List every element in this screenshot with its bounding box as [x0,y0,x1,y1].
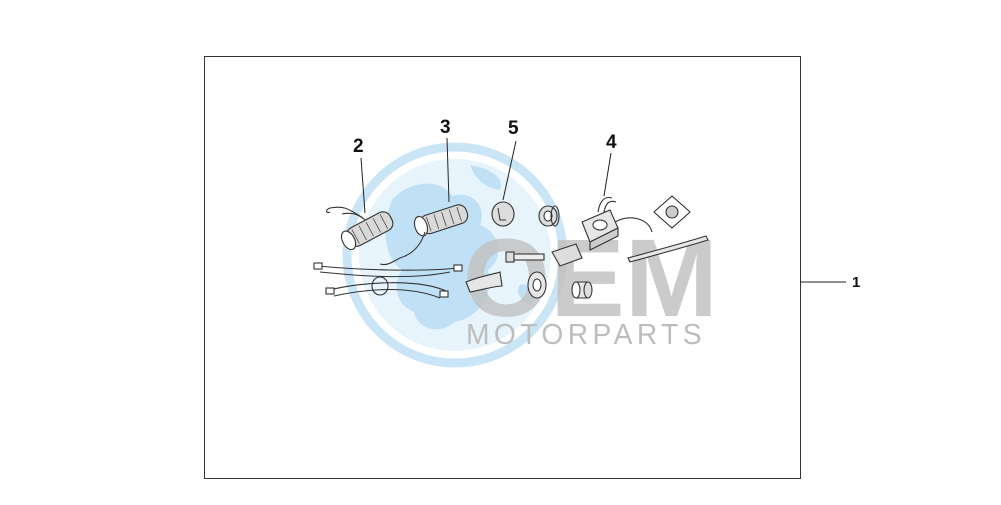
callout-4: 4 [606,132,617,153]
collar [571,281,593,299]
grip-right [379,204,469,266]
wire-harness [313,262,463,299]
leader-line-3 [446,137,450,203]
grip-left [326,206,394,251]
leader-line-2 [360,157,366,214]
pad [551,243,583,267]
callout-2: 2 [353,136,364,157]
strip-band [627,235,709,263]
leader-line-5 [502,140,517,201]
assembly-frame [204,56,801,479]
washer [527,271,547,299]
leader-line-4 [603,152,612,197]
mounting-plate [653,195,691,229]
grommet [538,205,560,227]
switch-unit [581,196,653,251]
watermark-tagline: MOTORPARTS [466,319,706,351]
callout-5: 5 [508,118,519,139]
callout-3: 3 [440,117,451,138]
cap [491,201,515,227]
bolt [505,251,545,263]
callout-1: 1 [852,274,860,291]
clamp [465,271,503,293]
